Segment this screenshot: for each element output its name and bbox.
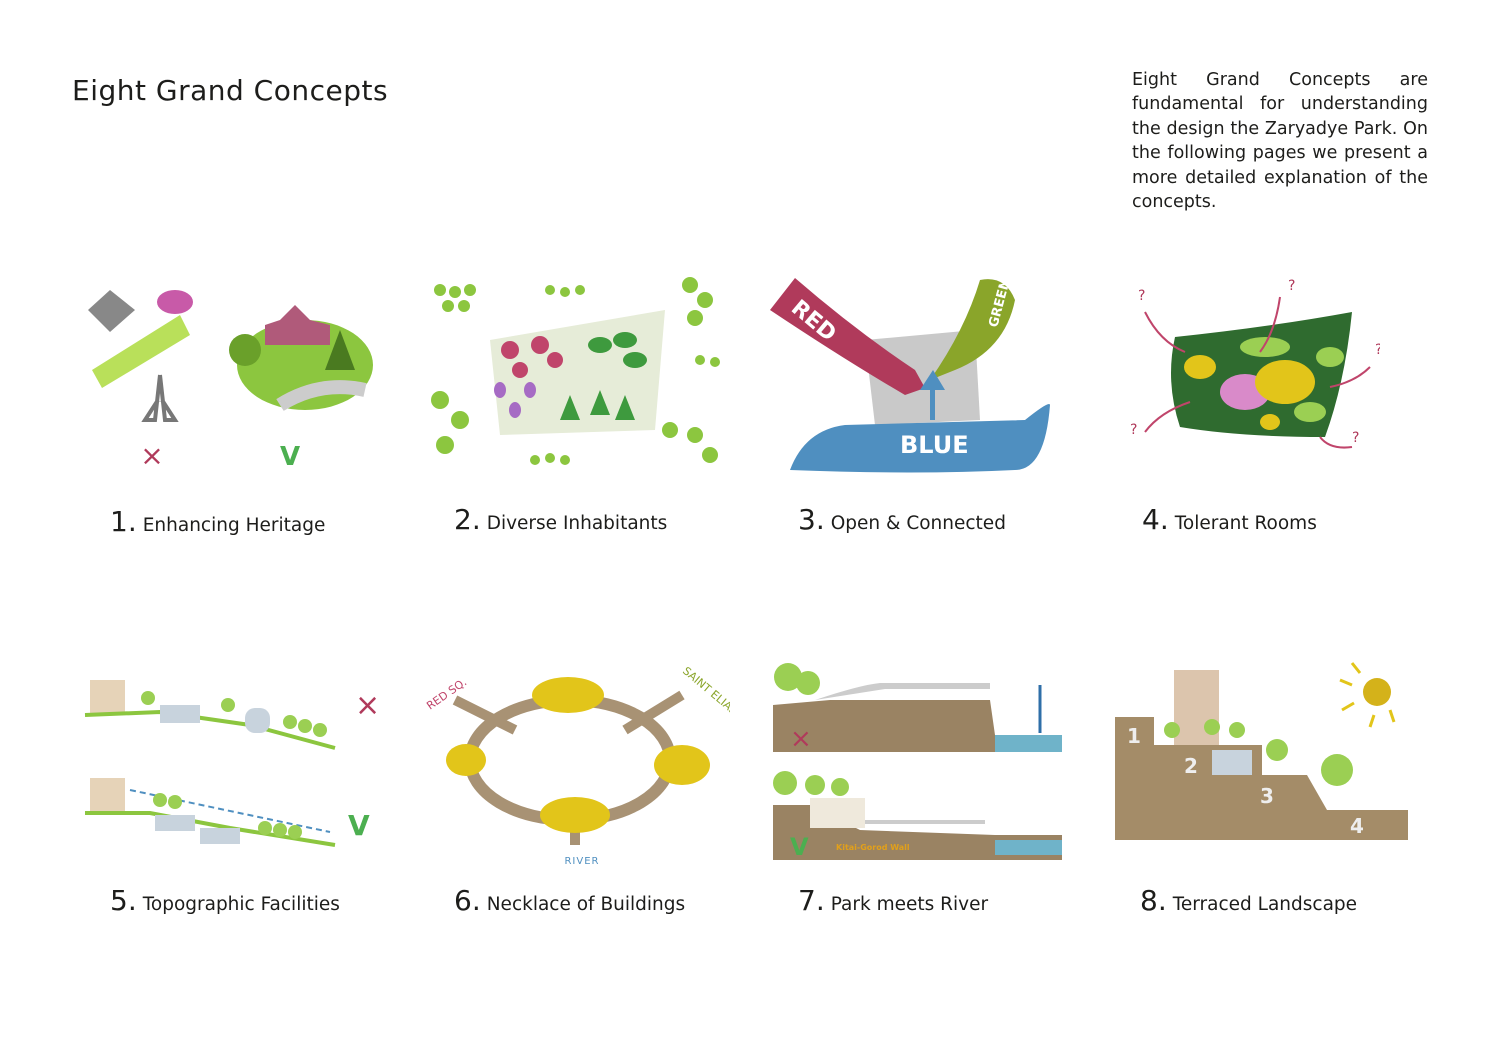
level-4-label: 4 bbox=[1350, 814, 1364, 838]
concept-title: Enhancing Heritage bbox=[142, 515, 326, 536]
concept-title: Open & Connected bbox=[830, 513, 1006, 534]
green-arrow bbox=[930, 279, 1015, 380]
concept-6-illustration: RED SQ. SAINT ELIAS RIVER bbox=[420, 660, 750, 870]
page-title: Eight Grand Concepts bbox=[72, 74, 389, 107]
level-1-label: 1 bbox=[1127, 724, 1141, 748]
question-mark: ? bbox=[1138, 288, 1145, 304]
question-mark: ? bbox=[1130, 422, 1137, 438]
concept-6-label: 6.Necklace of Buildings bbox=[454, 884, 685, 917]
concept-7-label: 7.Park meets River bbox=[798, 884, 988, 917]
blue-arrow bbox=[790, 404, 1050, 473]
blue-label: BLUE bbox=[900, 431, 969, 459]
kitai-gorod-wall-label: Kitai-Gorod Wall bbox=[836, 843, 910, 852]
concept-8-label: 8.Terraced Landscape bbox=[1140, 884, 1357, 917]
garden-strip bbox=[92, 315, 190, 388]
cross-mark: × bbox=[140, 439, 163, 472]
concept-number: 3. bbox=[798, 503, 825, 536]
check-mark: V bbox=[348, 809, 370, 842]
pyramid-icon bbox=[88, 290, 135, 332]
cross-mark: × bbox=[790, 724, 812, 754]
question-mark: ? bbox=[1352, 430, 1359, 446]
concept-number: 4. bbox=[1142, 503, 1169, 536]
concept-title: Tolerant Rooms bbox=[1174, 513, 1317, 534]
concept-3-illustration: RED GREEN BLUE bbox=[765, 270, 1095, 480]
concept-number: 2. bbox=[454, 503, 481, 536]
check-mark: V bbox=[790, 833, 809, 861]
question-mark: ? bbox=[1375, 342, 1380, 358]
egg-icon bbox=[157, 290, 193, 314]
concept-number: 1. bbox=[110, 505, 137, 538]
section-bottom bbox=[773, 805, 1062, 860]
kremlin-icon bbox=[265, 305, 330, 345]
concept-title: Topographic Facilities bbox=[142, 894, 340, 915]
red-arrow bbox=[770, 278, 925, 395]
concept-1-label: 1.Enhancing Heritage bbox=[110, 505, 325, 538]
concept-8-illustration: 1 2 3 4 bbox=[1112, 655, 1442, 845]
intro-paragraph: Eight Grand Concepts are fundamental for… bbox=[1132, 70, 1428, 213]
check-mark: V bbox=[280, 442, 300, 472]
cross-mark: × bbox=[355, 688, 380, 723]
concept-title: Diverse Inhabitants bbox=[486, 513, 668, 534]
concept-2-illustration bbox=[420, 270, 750, 480]
concept-4-label: 4.Tolerant Rooms bbox=[1142, 503, 1317, 536]
concept-title: Necklace of Buildings bbox=[486, 894, 686, 915]
section-top bbox=[773, 700, 1062, 752]
concept-5-label: 5.Topographic Facilities bbox=[110, 884, 340, 917]
river-label: RIVER bbox=[564, 856, 599, 867]
terraces bbox=[1115, 717, 1408, 840]
concept-5-illustration: × V bbox=[80, 660, 410, 860]
sun-icon bbox=[1363, 678, 1391, 706]
eiffel-tower-icon bbox=[141, 374, 179, 422]
concept-number: 5. bbox=[110, 884, 137, 917]
concept-3-label: 3.Open & Connected bbox=[798, 503, 1006, 536]
saint-elias-label: SAINT ELIAS bbox=[680, 664, 730, 717]
concept-7-illustration: × V Kitai-Gorod Wall bbox=[770, 655, 1100, 865]
concept-title: Park meets River bbox=[830, 894, 989, 915]
concept-4-illustration: ? ? ? ? ? bbox=[1120, 272, 1450, 472]
concept-number: 8. bbox=[1140, 884, 1167, 917]
level-3-label: 3 bbox=[1260, 784, 1274, 808]
concept-2-label: 2.Diverse Inhabitants bbox=[454, 503, 667, 536]
level-2-label: 2 bbox=[1184, 754, 1198, 778]
concept-number: 7. bbox=[798, 884, 825, 917]
concept-1-illustration: × V bbox=[80, 280, 410, 480]
question-mark: ? bbox=[1288, 278, 1295, 294]
concept-title: Terraced Landscape bbox=[1172, 894, 1358, 915]
concept-number: 6. bbox=[454, 884, 481, 917]
